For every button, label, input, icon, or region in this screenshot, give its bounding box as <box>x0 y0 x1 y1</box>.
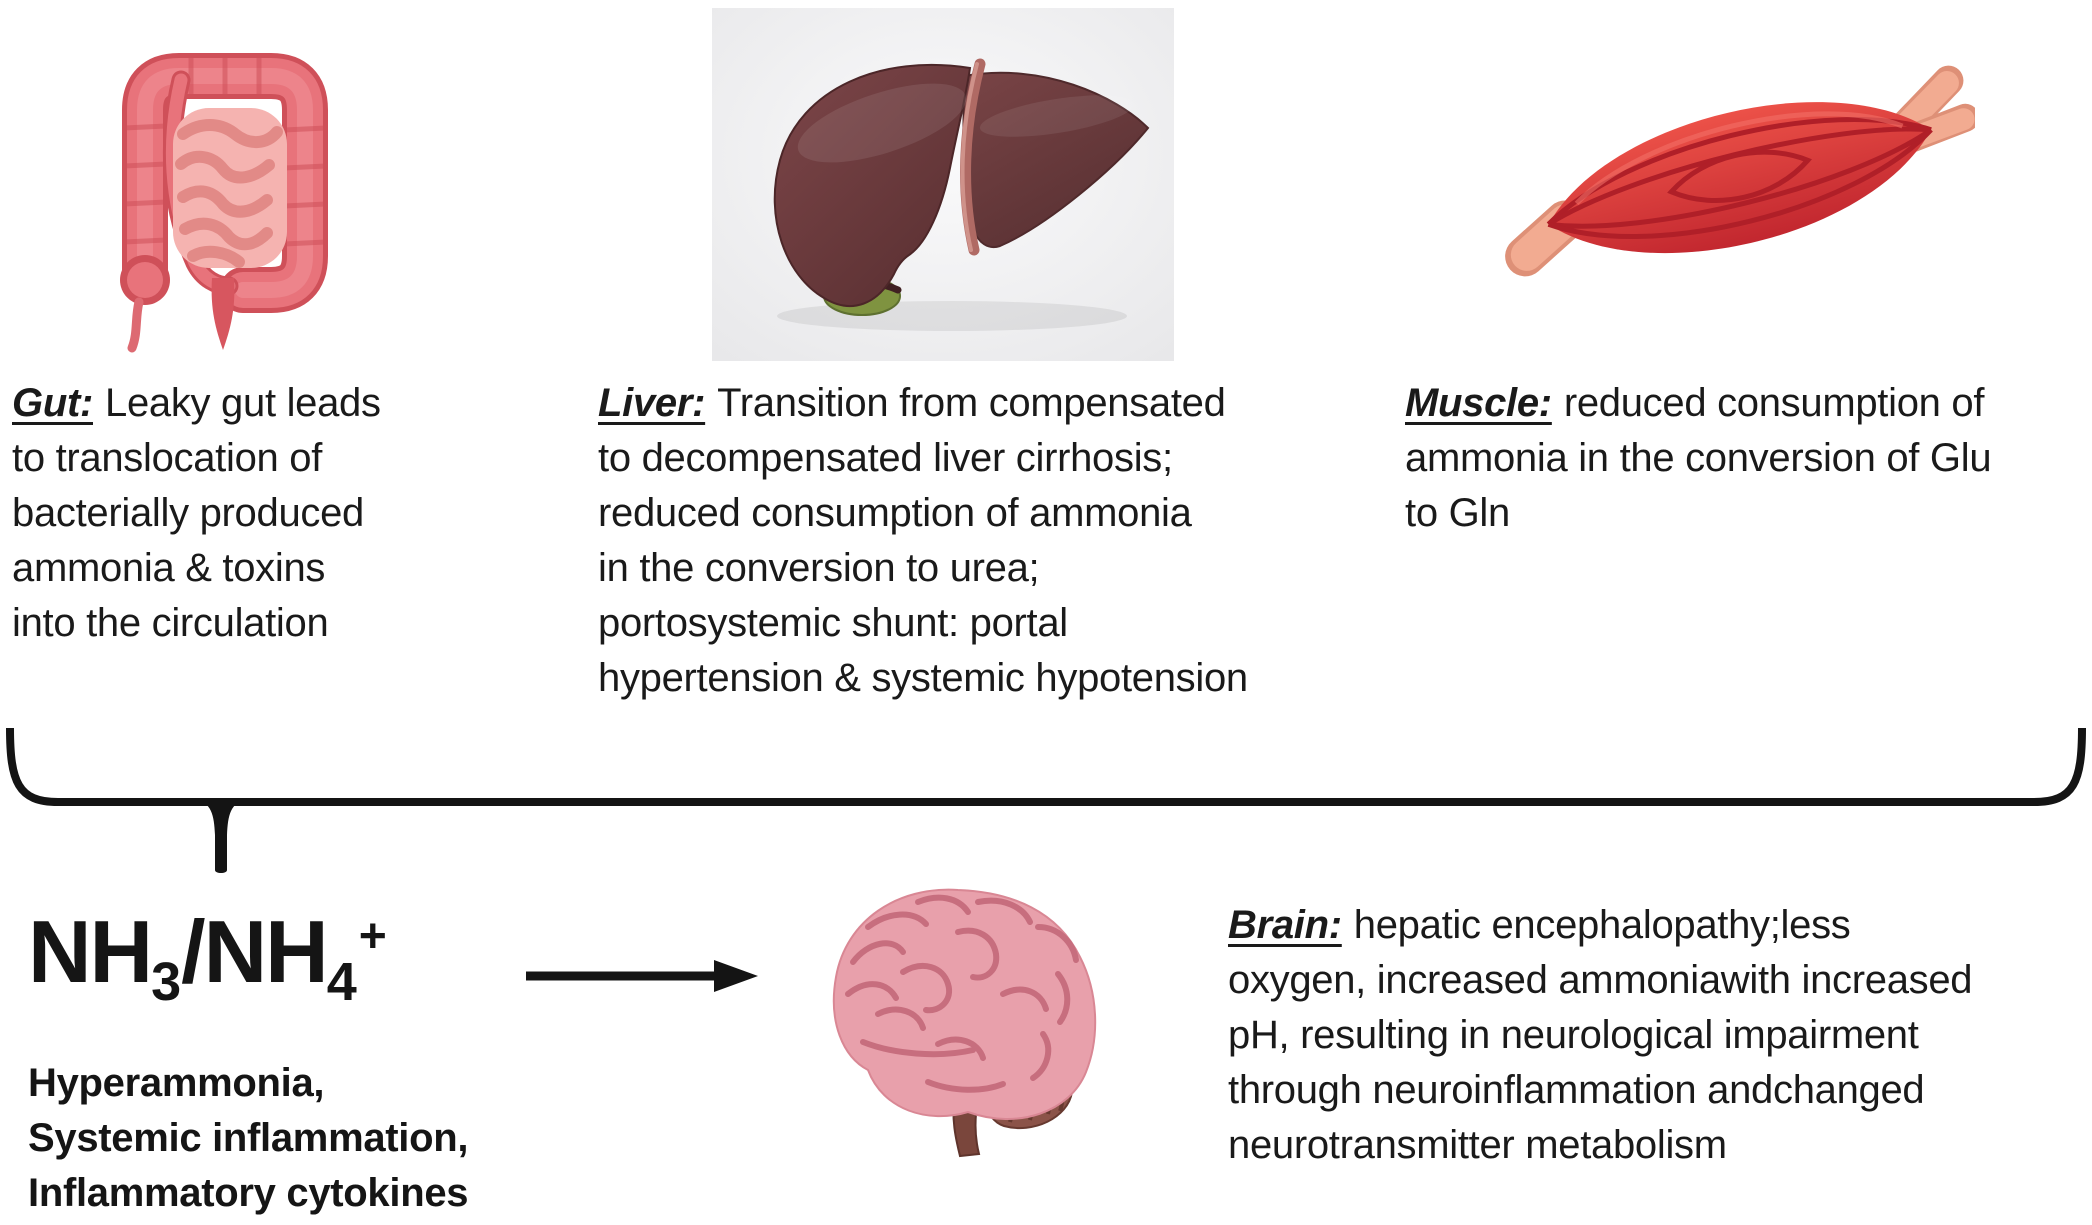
formula-base2: NH <box>203 902 329 1001</box>
muscle-text-line: to Gln <box>1405 491 1510 535</box>
gut-text-first: Leaky gut leads <box>105 381 381 425</box>
liver-illustration <box>712 8 1174 361</box>
brain-illustration <box>832 888 1097 1158</box>
ammonia-caption-block: Hyperammonia, Systemic inflammation, Inf… <box>28 1056 469 1221</box>
muscle-text-line: Muscle:reduced consumption of <box>1405 376 1991 431</box>
liver-text-line: to decompensated liver cirrhosis; <box>598 436 1173 480</box>
formula-sub2: 4 <box>326 952 357 1013</box>
caption-line: Inflammatory cytokines <box>28 1171 469 1215</box>
formula-sup: + <box>358 910 387 964</box>
skeletal-muscle-illustration <box>1505 65 1975 277</box>
gut-heading: Gut: <box>12 381 93 425</box>
liver-text-line: hypertension & systemic hypotension <box>598 656 1248 700</box>
liver-text-block: Liver:Transition from compensated to dec… <box>598 376 1248 706</box>
brain-text-block: Brain:hepatic encephalopathy;less oxygen… <box>1228 898 1973 1173</box>
muscle-text-first: reduced consumption of <box>1563 381 1985 425</box>
formula-base1: NH <box>28 902 153 1001</box>
ammonia-formula: NH3/NH4+ <box>28 908 387 1010</box>
formula-separator: / <box>181 902 205 1001</box>
brain-text-line: neurotransmitter metabolism <box>1228 1123 1727 1167</box>
brain-heading: Brain: <box>1228 903 1342 947</box>
liver-text-line: portosystemic shunt: portal <box>598 601 1068 645</box>
brain-text-line: oxygen, increased ammoniawith increased <box>1228 958 1973 1002</box>
muscle-heading: Muscle: <box>1405 381 1552 425</box>
muscle-text-block: Muscle:reduced consumption of ammonia in… <box>1405 376 1992 541</box>
muscle-text-line: ammonia in the conversion of Glu <box>1405 436 1992 480</box>
gut-text-line: to translocation of <box>12 436 323 480</box>
liver-text-line: reduced consumption of ammonia <box>598 491 1192 535</box>
brain-text-line: Brain:hepatic encephalopathy;less <box>1228 898 1972 953</box>
brain-text-line: pH, resulting in neurological impairment <box>1228 1013 1919 1057</box>
curly-brace-pointer <box>6 727 2086 873</box>
gut-text-line: bacterially produced <box>12 491 364 535</box>
gut-text-line: into the circulation <box>12 601 329 645</box>
liver-heading: Liver: <box>598 381 706 425</box>
liver-text-first: Transition from compensated <box>717 381 1226 425</box>
liver-text-line: Liver:Transition from compensated <box>598 376 1248 431</box>
right-arrow <box>526 960 758 992</box>
large-intestine-illustration <box>120 53 328 353</box>
caption-line: Systemic inflammation, <box>28 1116 469 1160</box>
brain-text-first: hepatic encephalopathy;less <box>1353 903 1851 947</box>
gut-text-block: Gut:Leaky gut leads to translocation of … <box>12 376 381 651</box>
gut-text-line: ammonia & toxins <box>12 546 326 590</box>
liver-text-line: in the conversion to urea; <box>598 546 1040 590</box>
caption-line: Hyperammonia, <box>28 1061 325 1105</box>
gut-text-line: Gut: Leaky gut leads <box>12 376 381 431</box>
brain-text-line: through neuroinflammation andchanged <box>1228 1068 1925 1112</box>
formula-sub1: 3 <box>151 952 182 1013</box>
